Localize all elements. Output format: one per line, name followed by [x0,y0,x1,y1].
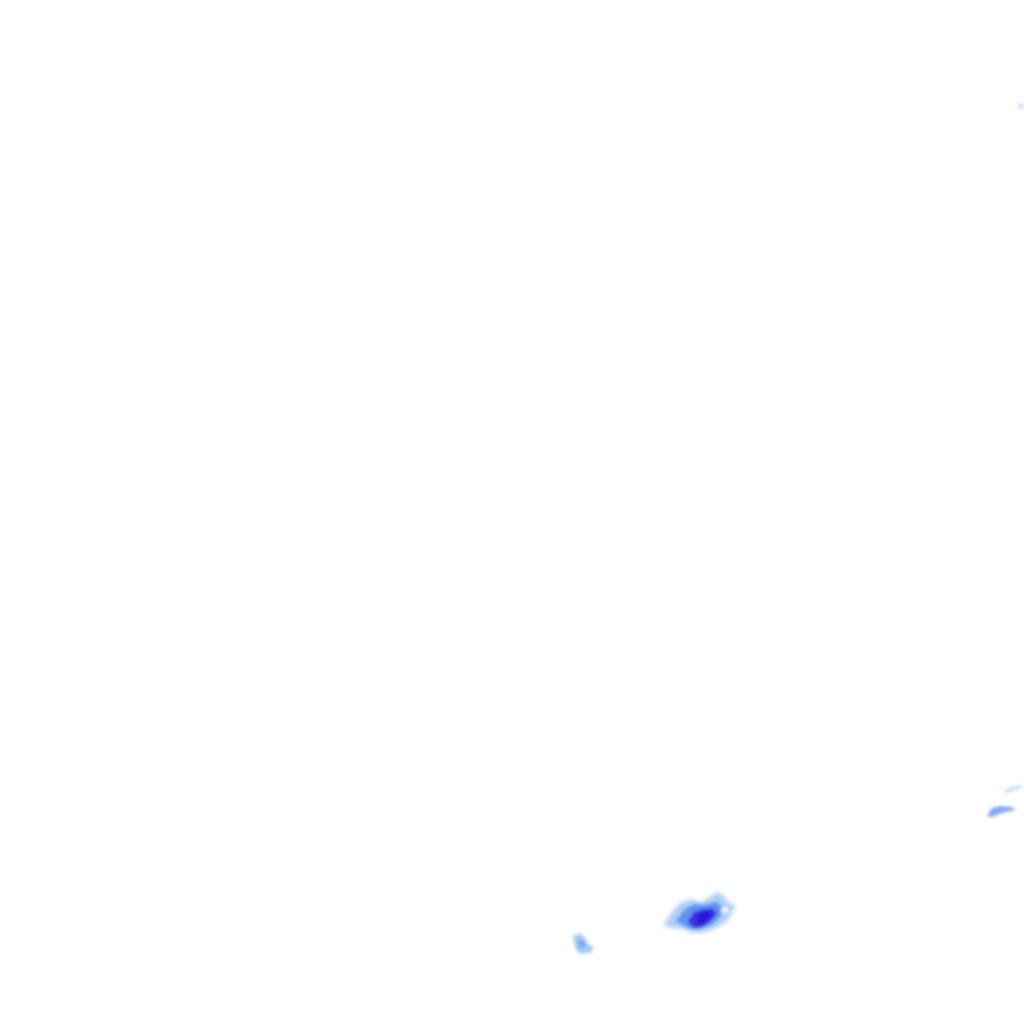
echo-main-gap [721,907,729,913]
precipitation-echo-main-cell [663,892,736,933]
echo-streak-lower [987,806,1015,817]
echo-blob [1018,103,1024,109]
echo-main-intense [696,911,712,925]
precipitation-echo-small-cell [573,933,594,954]
precipitation-echo-right-streaks [987,785,1024,817]
echo-small-core [577,939,586,950]
precipitation-echo-top-right [1018,103,1024,109]
echo-streak-upper [1003,785,1024,793]
